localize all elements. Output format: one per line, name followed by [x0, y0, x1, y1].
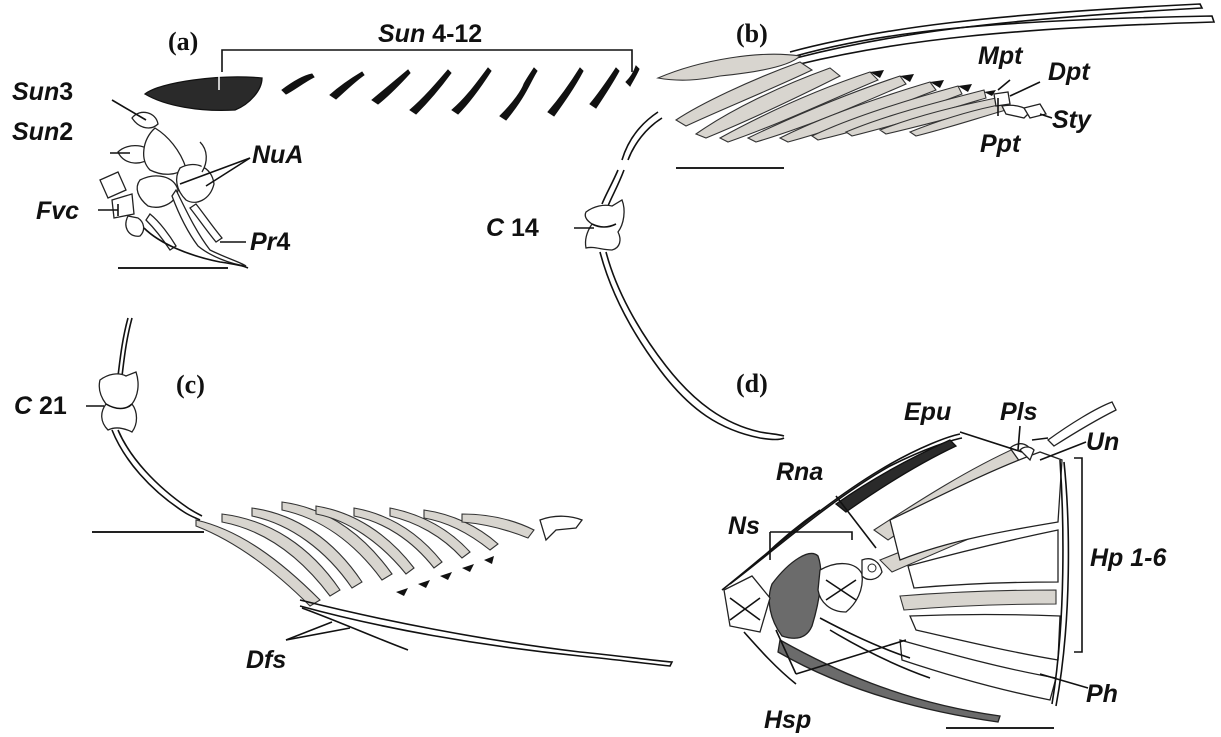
pterygiophores-b	[994, 80, 1052, 118]
caudal-skeleton	[722, 402, 1116, 722]
panel-b-label: (b)	[736, 19, 768, 48]
ventral-spine-b	[622, 112, 658, 160]
label-sun3: Sun3	[12, 78, 73, 106]
label-pr4: Pr4	[250, 228, 290, 256]
fin-rays-b	[658, 54, 1008, 142]
panel-a: (a) Sun 4-12	[12, 20, 639, 268]
label-c21: C 21	[14, 392, 67, 420]
vertebral-complex-a	[100, 112, 248, 268]
centrum-c14	[585, 170, 784, 440]
hypural-spine-dark	[778, 640, 1000, 722]
supraneurals-series	[282, 66, 639, 120]
label-pls: Pls	[1000, 398, 1038, 426]
panel-a-label: (a)	[168, 27, 198, 56]
panel-d-label: (d)	[736, 369, 768, 398]
radials-c	[396, 556, 494, 596]
label-c14: C 14	[486, 214, 539, 242]
label-nua: NuA	[252, 141, 303, 169]
panel-c: (c) C 21	[14, 318, 672, 674]
label-ppt: Ppt	[980, 130, 1022, 158]
fin-rays-c	[196, 502, 582, 606]
label-dfs: Dfs	[246, 646, 286, 674]
label-hsp: Hsp	[764, 706, 811, 734]
panel-c-label: (c)	[176, 370, 205, 399]
label-sun-4-12: Sun 4-12	[378, 20, 482, 48]
label-mpt: Mpt	[978, 42, 1024, 70]
label-sun2: Sun2	[12, 118, 73, 146]
label-epu: Epu	[904, 398, 951, 426]
label-fvc: Fvc	[36, 197, 79, 225]
label-rna: Rna	[776, 458, 823, 486]
centrum-c21	[99, 318, 202, 520]
label-ph: Ph	[1086, 680, 1118, 708]
ventral-filament-c	[300, 600, 672, 666]
sun-bracket	[222, 50, 632, 72]
label-hp: Hp 1-6	[1090, 544, 1168, 572]
panel-b: (b)	[486, 4, 1214, 440]
label-dpt: Dpt	[1048, 58, 1091, 86]
label-sty: Sty	[1052, 106, 1092, 134]
label-un: Un	[1086, 428, 1119, 456]
notochord	[769, 554, 821, 639]
hp-bracket	[1074, 458, 1082, 652]
supraneural-large	[145, 77, 262, 110]
panel-d: (d)	[722, 369, 1168, 734]
label-ns: Ns	[728, 512, 760, 540]
